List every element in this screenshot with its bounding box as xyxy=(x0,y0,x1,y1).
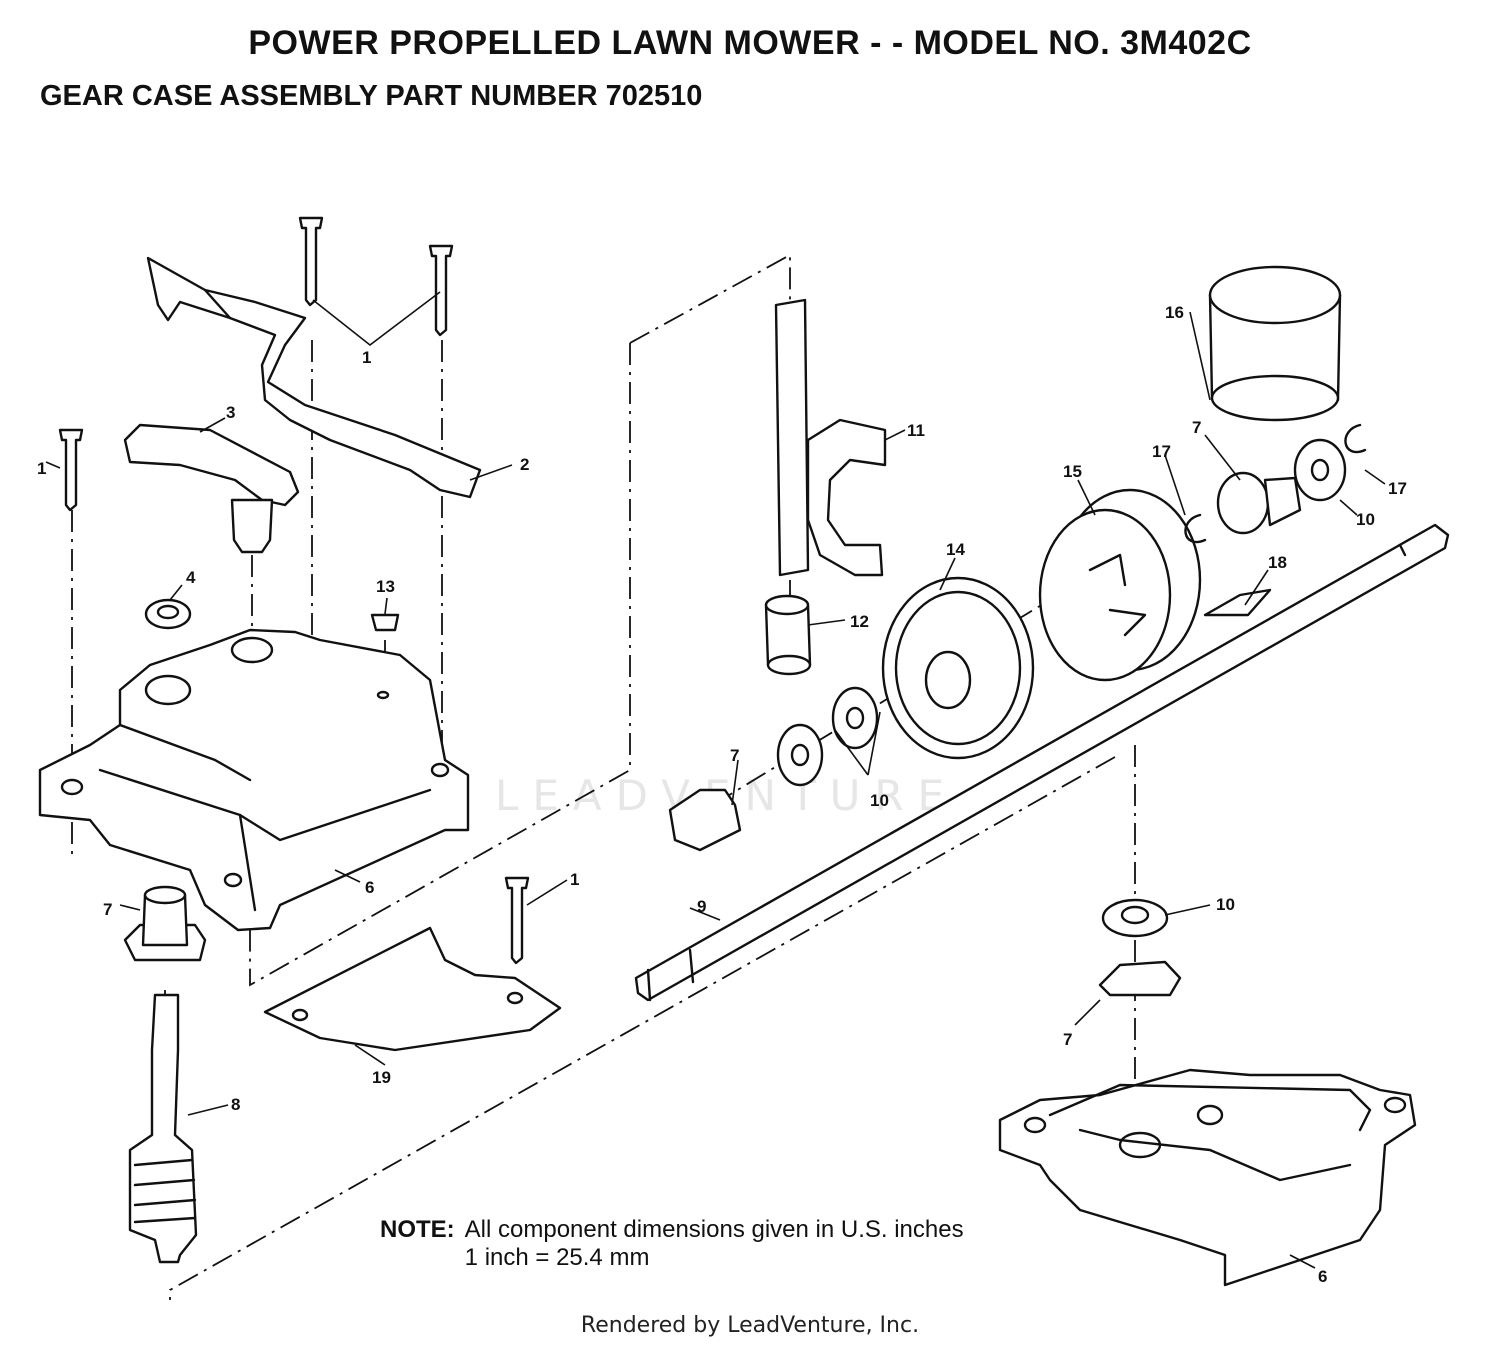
callout-3: 3 xyxy=(226,403,235,422)
bushing-part-left xyxy=(123,885,207,962)
gear-case-upper-housing xyxy=(38,628,470,932)
plate-part xyxy=(263,926,562,1052)
leader-lines xyxy=(45,291,1386,1269)
drive-shaft-part xyxy=(634,523,1450,1002)
callout-12: 12 xyxy=(850,612,869,631)
note-line-2: 1 inch = 25.4 mm xyxy=(464,1244,650,1271)
callout-2: 2 xyxy=(520,455,529,474)
shift-fork-part xyxy=(774,298,887,577)
callout-10c: 10 xyxy=(1216,895,1235,914)
lower-washer-part xyxy=(1101,898,1169,938)
diagram-title: POWER PROPELLED LAWN MOWER - - MODEL NO.… xyxy=(248,24,1252,62)
small-parts-right xyxy=(668,423,1367,852)
callout-1a: 1 xyxy=(362,348,371,367)
callout-1b: 1 xyxy=(37,459,46,478)
callout-14: 14 xyxy=(946,540,965,559)
note-body: All component dimensions given in U.S. i… xyxy=(465,1216,964,1272)
callout-10b: 10 xyxy=(1356,510,1375,529)
gear-case-lower-housing xyxy=(998,898,1417,1287)
plug-part xyxy=(370,613,400,632)
note-label: NOTE: xyxy=(380,1216,455,1243)
lower-bushing-part xyxy=(1098,960,1182,997)
callout-17b: 17 xyxy=(1388,479,1407,498)
callout-labels: 1 1 1 2 3 4 6 6 7 7 7 7 8 9 10 10 10 11 … xyxy=(37,303,1407,1286)
callout-9: 9 xyxy=(697,897,706,916)
screws xyxy=(58,216,530,965)
callout-11: 11 xyxy=(907,421,925,440)
worm-shaft-part xyxy=(128,993,198,1264)
callout-7c: 7 xyxy=(1192,418,1201,437)
cup-part xyxy=(1208,265,1342,422)
callout-7b: 7 xyxy=(730,746,739,765)
key-part xyxy=(1203,588,1272,617)
callout-7a: 7 xyxy=(103,900,112,919)
spacer-part xyxy=(764,594,812,676)
clutch-drum-part xyxy=(1038,488,1202,682)
callout-1c: 1 xyxy=(570,870,579,889)
callout-17a: 17 xyxy=(1152,442,1171,461)
callout-15: 15 xyxy=(1063,462,1082,481)
note-line-1: All component dimensions given in U.S. i… xyxy=(464,1216,964,1243)
callout-7d: 7 xyxy=(1063,1030,1072,1049)
dimension-note: NOTE: All component dimensions given in U… xyxy=(380,1216,964,1272)
callout-16: 16 xyxy=(1165,303,1184,322)
washer-part xyxy=(144,598,192,630)
callout-18: 18 xyxy=(1268,553,1287,572)
lever-part xyxy=(123,423,300,507)
diagram-subtitle: GEAR CASE ASSEMBLY PART NUMBER 702510 xyxy=(40,80,703,112)
callout-4: 4 xyxy=(186,568,196,587)
callout-19: 19 xyxy=(372,1068,391,1087)
callout-10a: 10 xyxy=(870,791,889,810)
callout-8: 8 xyxy=(231,1095,240,1114)
callout-6b: 6 xyxy=(1318,1267,1327,1286)
callout-13: 13 xyxy=(376,577,395,596)
callout-6a: 6 xyxy=(365,878,374,897)
helical-gear-part xyxy=(881,576,1035,760)
footer-credit: Rendered by LeadVenture, Inc. xyxy=(580,1313,920,1338)
